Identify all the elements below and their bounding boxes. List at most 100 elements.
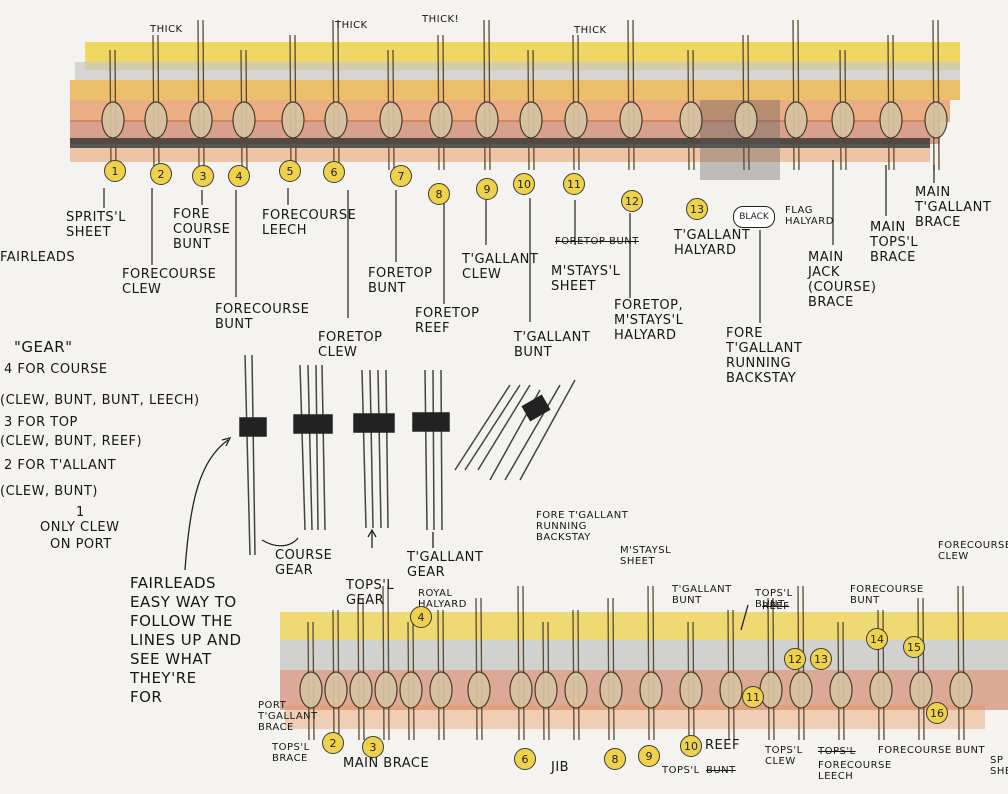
label-forecourse-bunt: FORECOURSE BUNT [215, 302, 310, 332]
rope-pin [679, 621, 703, 741]
rope-pin [599, 597, 623, 741]
gear-note-line: (CLEW, BUNT) [0, 484, 98, 499]
label-struck-foretop-bunt: FORETOP BUNT [555, 236, 639, 247]
label-forecourse-bunt-bottom: FORECOURSE BUNT [878, 745, 986, 756]
label-port-tgallant-brace: PORT T'GALLANT BRACE [258, 700, 318, 733]
label-fairleads-top: FAIRLEADS [0, 250, 76, 265]
thick-marker-3: THICK! [422, 14, 460, 25]
rope-pin [924, 19, 948, 171]
rope-pin [429, 34, 453, 171]
rope-pin [679, 49, 703, 171]
label-topsl-clew-bottom: TOPS'L CLEW [765, 745, 803, 767]
label-mstaysl-sheet: M'STAYS'L SHEET [551, 264, 621, 294]
label-tgallant-clew: T'GALLANT CLEW [462, 252, 539, 282]
thick-marker-4: THICK [574, 25, 607, 36]
label-main-jack-brace: MAIN JACK (COURSE) BRACE [808, 250, 877, 310]
top-pin-black: BLACK [733, 206, 775, 228]
bottom-pin: 13 [810, 648, 832, 670]
top-pin-10: 10 [513, 173, 535, 195]
top-pin-11: 11 [563, 173, 585, 195]
label-struck-bunt: BUNT [706, 765, 736, 776]
label-reef: REEF [705, 738, 740, 753]
rope-pin [534, 621, 558, 741]
label-foretop-bunt: FORETOP BUNT [368, 266, 433, 296]
label-tgallant-bunt: T'GALLANT BUNT [514, 330, 591, 360]
rope-pin [879, 34, 903, 171]
rope-pin [101, 49, 125, 171]
top-pin-8: 8 [428, 183, 450, 205]
gear-pins [239, 354, 576, 556]
rope-pin [784, 19, 808, 171]
top-pin-13: 13 [686, 198, 708, 220]
bottom-pin: 14 [866, 628, 888, 650]
label-tgallant-bunt-bottom: T'GALLANT BUNT [672, 584, 732, 606]
bottom-pin: 9 [638, 745, 660, 767]
top-pin-6: 6 [323, 161, 345, 183]
label-flag-halyard: FLAG HALYARD [785, 205, 834, 227]
label-forecourse-leech: FORECOURSE LEECH [262, 208, 357, 238]
rope-pin [399, 621, 423, 741]
label-topsl-brace: TOPS'L BRACE [272, 742, 310, 764]
label-struck-reef: REEF [762, 601, 790, 612]
rope-pin [299, 621, 323, 741]
label-main-topsl-brace: MAIN TOPS'L BRACE [870, 220, 919, 265]
label-main-brace: MAIN BRACE [343, 756, 430, 771]
rope-pin [509, 585, 533, 741]
rope-pin [189, 19, 213, 171]
label-forecourse-clew-bottom: FORECOURSE CLEW [938, 540, 1008, 562]
bottom-pin: 10 [680, 735, 702, 757]
rope-pin [379, 49, 403, 171]
gear-notes-title: "GEAR" [14, 338, 73, 356]
gear-note-line: ONLY CLEW [40, 520, 120, 535]
top-leader-lines [103, 160, 935, 323]
rope-pin [564, 609, 588, 741]
label-spritsl-sheet: SPRITS'L SHEET [66, 210, 126, 240]
top-pin-1: 1 [104, 160, 126, 182]
bottom-pin: 3 [362, 736, 384, 758]
fairleads-note: FAIRLEADS EASY WAY TO FOLLOW THE LINES U… [130, 574, 242, 706]
rope-pin [949, 585, 973, 741]
label-topsl-reef: TOPS'L [662, 765, 700, 776]
gear-note-line: 4 FOR COURSE [4, 362, 108, 377]
rope-pin [831, 49, 855, 171]
label-mstaysl-sheet-bottom: M'STAYSL SHEET [620, 545, 672, 567]
top-pin-7: 7 [390, 165, 412, 187]
top-pin-3: 3 [192, 165, 214, 187]
label-main-tgallant-brace: MAIN T'GALLANT BRACE [915, 185, 992, 230]
rope-pin [429, 609, 453, 741]
top-pin-4: 4 [228, 165, 250, 187]
label-forecourse-leech-bottom: FORECOURSE LEECH [818, 760, 892, 782]
rope-pin [281, 34, 305, 171]
rope-pin [374, 585, 398, 741]
thick-marker-1: THICK [150, 24, 183, 35]
top-rope-pins [101, 19, 948, 171]
label-royal-halyard: ROYAL HALYARD [418, 588, 467, 610]
label-struck-topsl: TOPS'L [818, 746, 856, 757]
bottom-pin: 2 [322, 732, 344, 754]
label-forecourse-bunt-top: FORECOURSE BUNT [850, 584, 924, 606]
rope-pin [467, 597, 491, 741]
gear-note-line: (CLEW, BUNT, REEF) [0, 434, 143, 449]
thick-marker-2: THICK [335, 20, 368, 31]
rope-pin [909, 597, 933, 741]
top-pin-5: 5 [279, 160, 301, 182]
bottom-pin: 6 [514, 748, 536, 770]
label-forecourse-clew: FORECOURSE CLEW [122, 267, 217, 297]
bottom-pin: 12 [784, 648, 806, 670]
gear-note-line: (CLEW, BUNT, BUNT, LEECH) [0, 393, 200, 408]
top-pin-2: 2 [150, 163, 172, 185]
top-pin-12: 12 [621, 190, 643, 212]
rope-pin [232, 49, 256, 171]
rope-pin [789, 585, 813, 741]
rope-pin [639, 585, 663, 741]
label-foretop-clew: FORETOP CLEW [318, 330, 383, 360]
bottom-pin: 16 [926, 702, 948, 724]
pointer-arrows [184, 437, 749, 631]
rope-pin [734, 34, 758, 171]
label-fore-course-bunt: FORE COURSE BUNT [173, 207, 231, 252]
label-foretop-mstaysl-halyard: FORETOP, M'STAYS'L HALYARD [614, 298, 684, 343]
rope-pin [324, 19, 348, 171]
bottom-pin: 8 [604, 748, 626, 770]
bottom-pin: 15 [903, 636, 925, 658]
rope-pin [564, 34, 588, 171]
